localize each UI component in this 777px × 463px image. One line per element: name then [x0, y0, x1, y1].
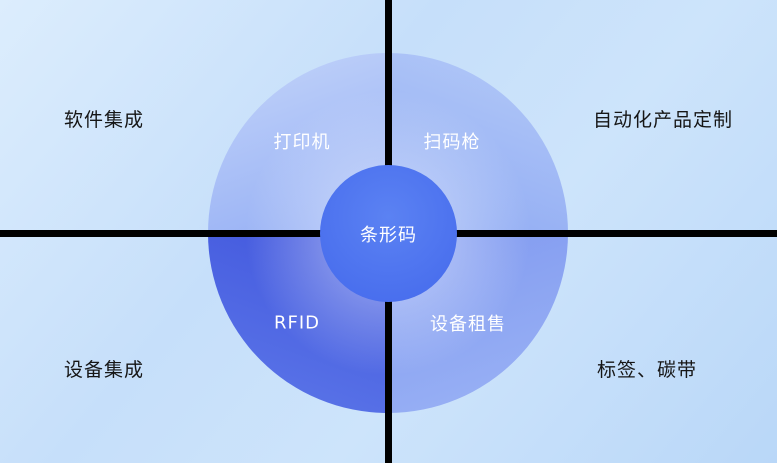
- corner-label-labels-ribbons: 标签、碳带: [597, 359, 698, 381]
- segment-label-scanner: 扫码枪: [423, 132, 481, 153]
- corner-label-software-integration: 软件集成: [64, 109, 145, 131]
- segment-label-equipment-rental: 设备租售: [430, 314, 506, 335]
- corner-label-device-integration: 设备集成: [64, 359, 145, 381]
- corner-label-automation-customization: 自动化产品定制: [593, 109, 734, 131]
- segment-label-printer: 打印机: [273, 132, 331, 153]
- segment-label-rfid: RFID: [273, 312, 321, 334]
- center-label-barcode: 条形码: [360, 224, 417, 246]
- center-circle: 条形码: [320, 165, 457, 302]
